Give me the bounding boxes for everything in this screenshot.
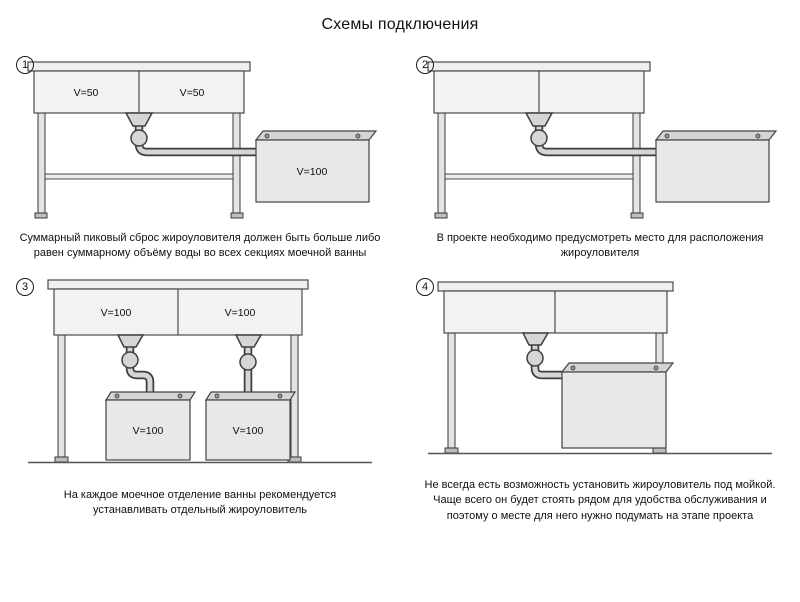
basin-label-left: V=50	[74, 87, 99, 99]
drain-pipes	[521, 332, 572, 380]
sink-table: V=50 V=50	[27, 61, 251, 219]
scheme-3-number: 3	[16, 277, 34, 296]
drain-pipes	[124, 112, 260, 157]
basin-label-left: V=100	[101, 307, 132, 319]
basin-label-right: V=100	[225, 307, 256, 319]
sink-table	[427, 61, 651, 219]
page-title: Схемы подключения	[321, 16, 479, 33]
grease-trap: V=100	[254, 130, 378, 203]
scheme-1: 1 V=50 V=50	[0, 40, 400, 262]
scheme-4-drawing	[428, 281, 772, 455]
scheme-4-number: 4	[416, 277, 434, 296]
scheme-1-number: 1	[16, 56, 34, 74]
grease-trap-label-right: V=100	[233, 425, 264, 437]
basin-label-right: V=50	[180, 87, 205, 99]
sink-table: V=100 V=100	[47, 279, 309, 463]
grease-trap-right: V=100	[204, 391, 297, 461]
scheme-1-drawing: V=50 V=50 V=100	[27, 61, 378, 219]
drain-pipes-left	[116, 334, 155, 402]
grease-trap-left: V=100	[104, 391, 197, 461]
scheme-3-caption: На каждое моечное отделение ванны рекоме…	[63, 488, 337, 517]
grease-trap-label: V=100	[297, 166, 328, 178]
grease-trap	[560, 362, 675, 449]
grease-trap	[654, 130, 778, 203]
scheme-2: 2	[400, 40, 800, 262]
scheme-1-caption: Суммарный пиковый сброс жироуловителя до…	[19, 232, 381, 260]
scheme-4-caption: Не всегда есть возможность установить жи…	[424, 478, 776, 522]
scheme-2-caption: В проекте необходимо предусмотреть место…	[436, 232, 764, 260]
schemes-grid: 1 V=50 V=50	[0, 40, 800, 524]
scheme-4: 4	[400, 262, 800, 524]
scheme-3-drawing: V=100 V=100	[28, 279, 372, 464]
scheme-2-number: 2	[416, 56, 434, 74]
drain-pipes	[524, 112, 660, 157]
grease-trap-label-left: V=100	[133, 425, 164, 437]
scheme-2-drawing	[427, 61, 778, 219]
scheme-3: 3 V=100 V=100	[0, 262, 400, 524]
